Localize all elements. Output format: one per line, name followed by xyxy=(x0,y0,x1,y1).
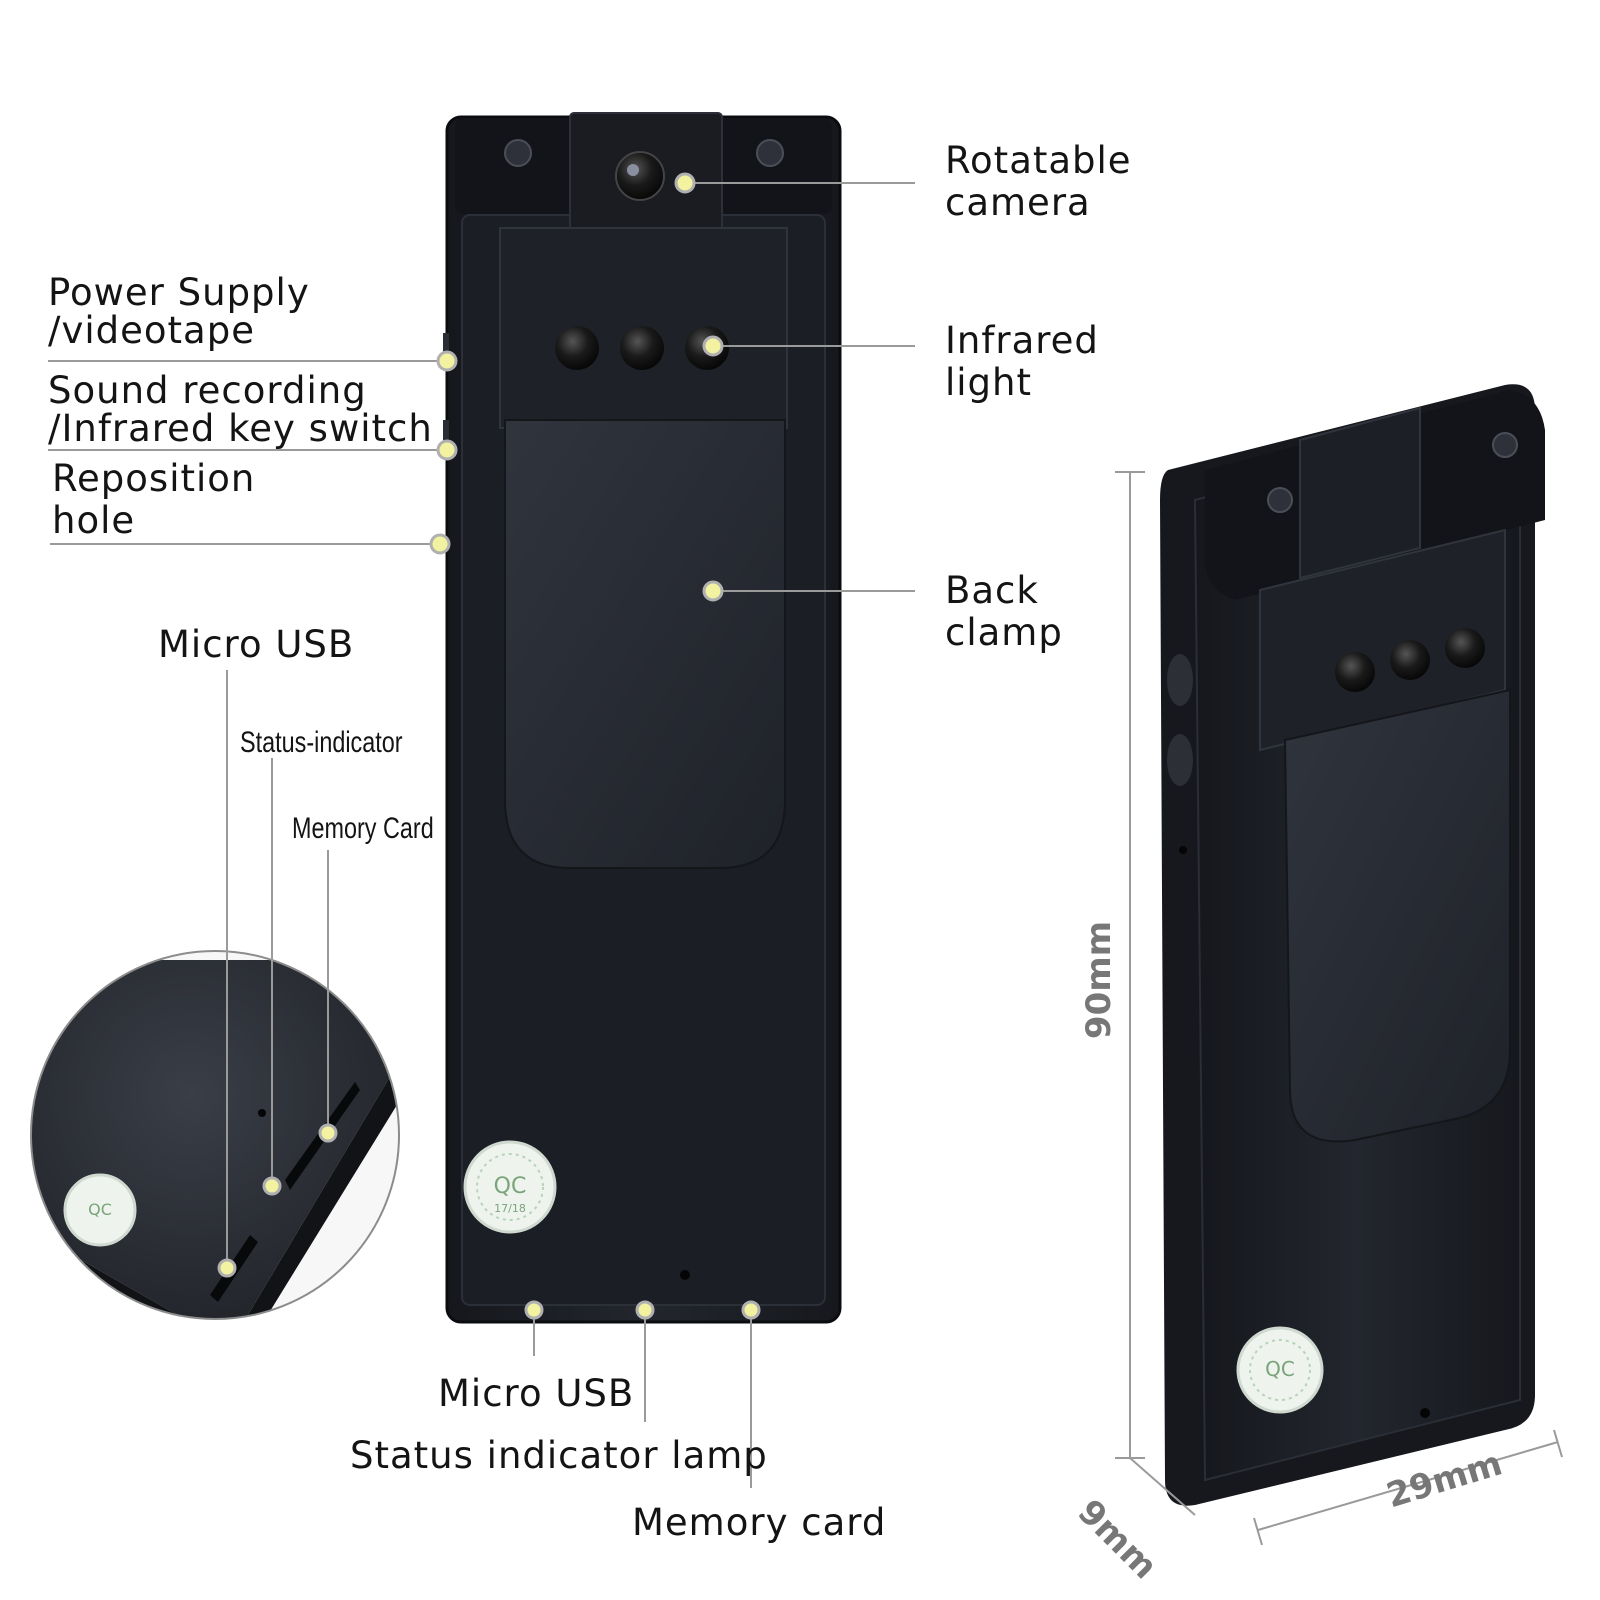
marker-zoom-status xyxy=(262,1176,282,1196)
label-status-lamp: Status indicator lamp xyxy=(350,1434,768,1477)
screw-left xyxy=(504,139,532,167)
side-ir-led-2 xyxy=(1390,640,1430,680)
marker-zoom-usb xyxy=(217,1258,237,1278)
label-status-indicator-small: Status-indicator xyxy=(240,726,403,759)
markers xyxy=(217,172,761,1320)
marker-camera xyxy=(674,172,696,194)
label-sound-recording: Sound recording/Infrared key switch xyxy=(48,369,433,450)
side-ir-led-3 xyxy=(1445,628,1485,668)
ir-led-2 xyxy=(620,326,664,370)
marker-sound xyxy=(436,439,458,461)
mic-hole xyxy=(680,1270,690,1280)
marker-status xyxy=(635,1300,655,1320)
ir-led-1 xyxy=(555,326,599,370)
marker-infrared xyxy=(702,335,724,357)
side-device: QC xyxy=(1160,384,1545,1506)
marker-usb xyxy=(524,1300,544,1320)
marker-back-clamp xyxy=(702,580,724,602)
side-screw-left xyxy=(1267,487,1293,513)
label-power-supply: Power Supply/videotape xyxy=(48,271,310,352)
label-micro-usb-bottom: Micro USB xyxy=(438,1372,635,1415)
leader-lines xyxy=(48,182,1563,1546)
label-micro-usb-top: Micro USB xyxy=(158,623,355,666)
qc-code: 17/18 xyxy=(494,1202,526,1215)
camera-lens xyxy=(615,151,665,201)
zoom-qc-text: QC xyxy=(88,1200,112,1219)
label-memory-card-small: Memory Card xyxy=(292,812,434,845)
side-screw-right xyxy=(1492,432,1518,458)
label-memory-card-bottom: Memory card xyxy=(632,1501,887,1544)
zoom-detail: QC xyxy=(30,950,400,1320)
marker-power xyxy=(436,350,458,372)
marker-zoom-memory xyxy=(318,1123,338,1143)
qc-sticker: QC 17/18 xyxy=(463,1140,557,1234)
dimension-height: 90mm xyxy=(1079,920,1120,1040)
main-device: QC 17/18 xyxy=(443,112,842,1324)
side-qc-text: QC xyxy=(1265,1357,1295,1381)
qc-text: QC xyxy=(494,1174,527,1199)
marker-reposition xyxy=(429,533,451,555)
screw-right xyxy=(756,139,784,167)
side-ir-led-1 xyxy=(1335,652,1375,692)
marker-memory xyxy=(741,1300,761,1320)
back-clip xyxy=(504,419,786,869)
